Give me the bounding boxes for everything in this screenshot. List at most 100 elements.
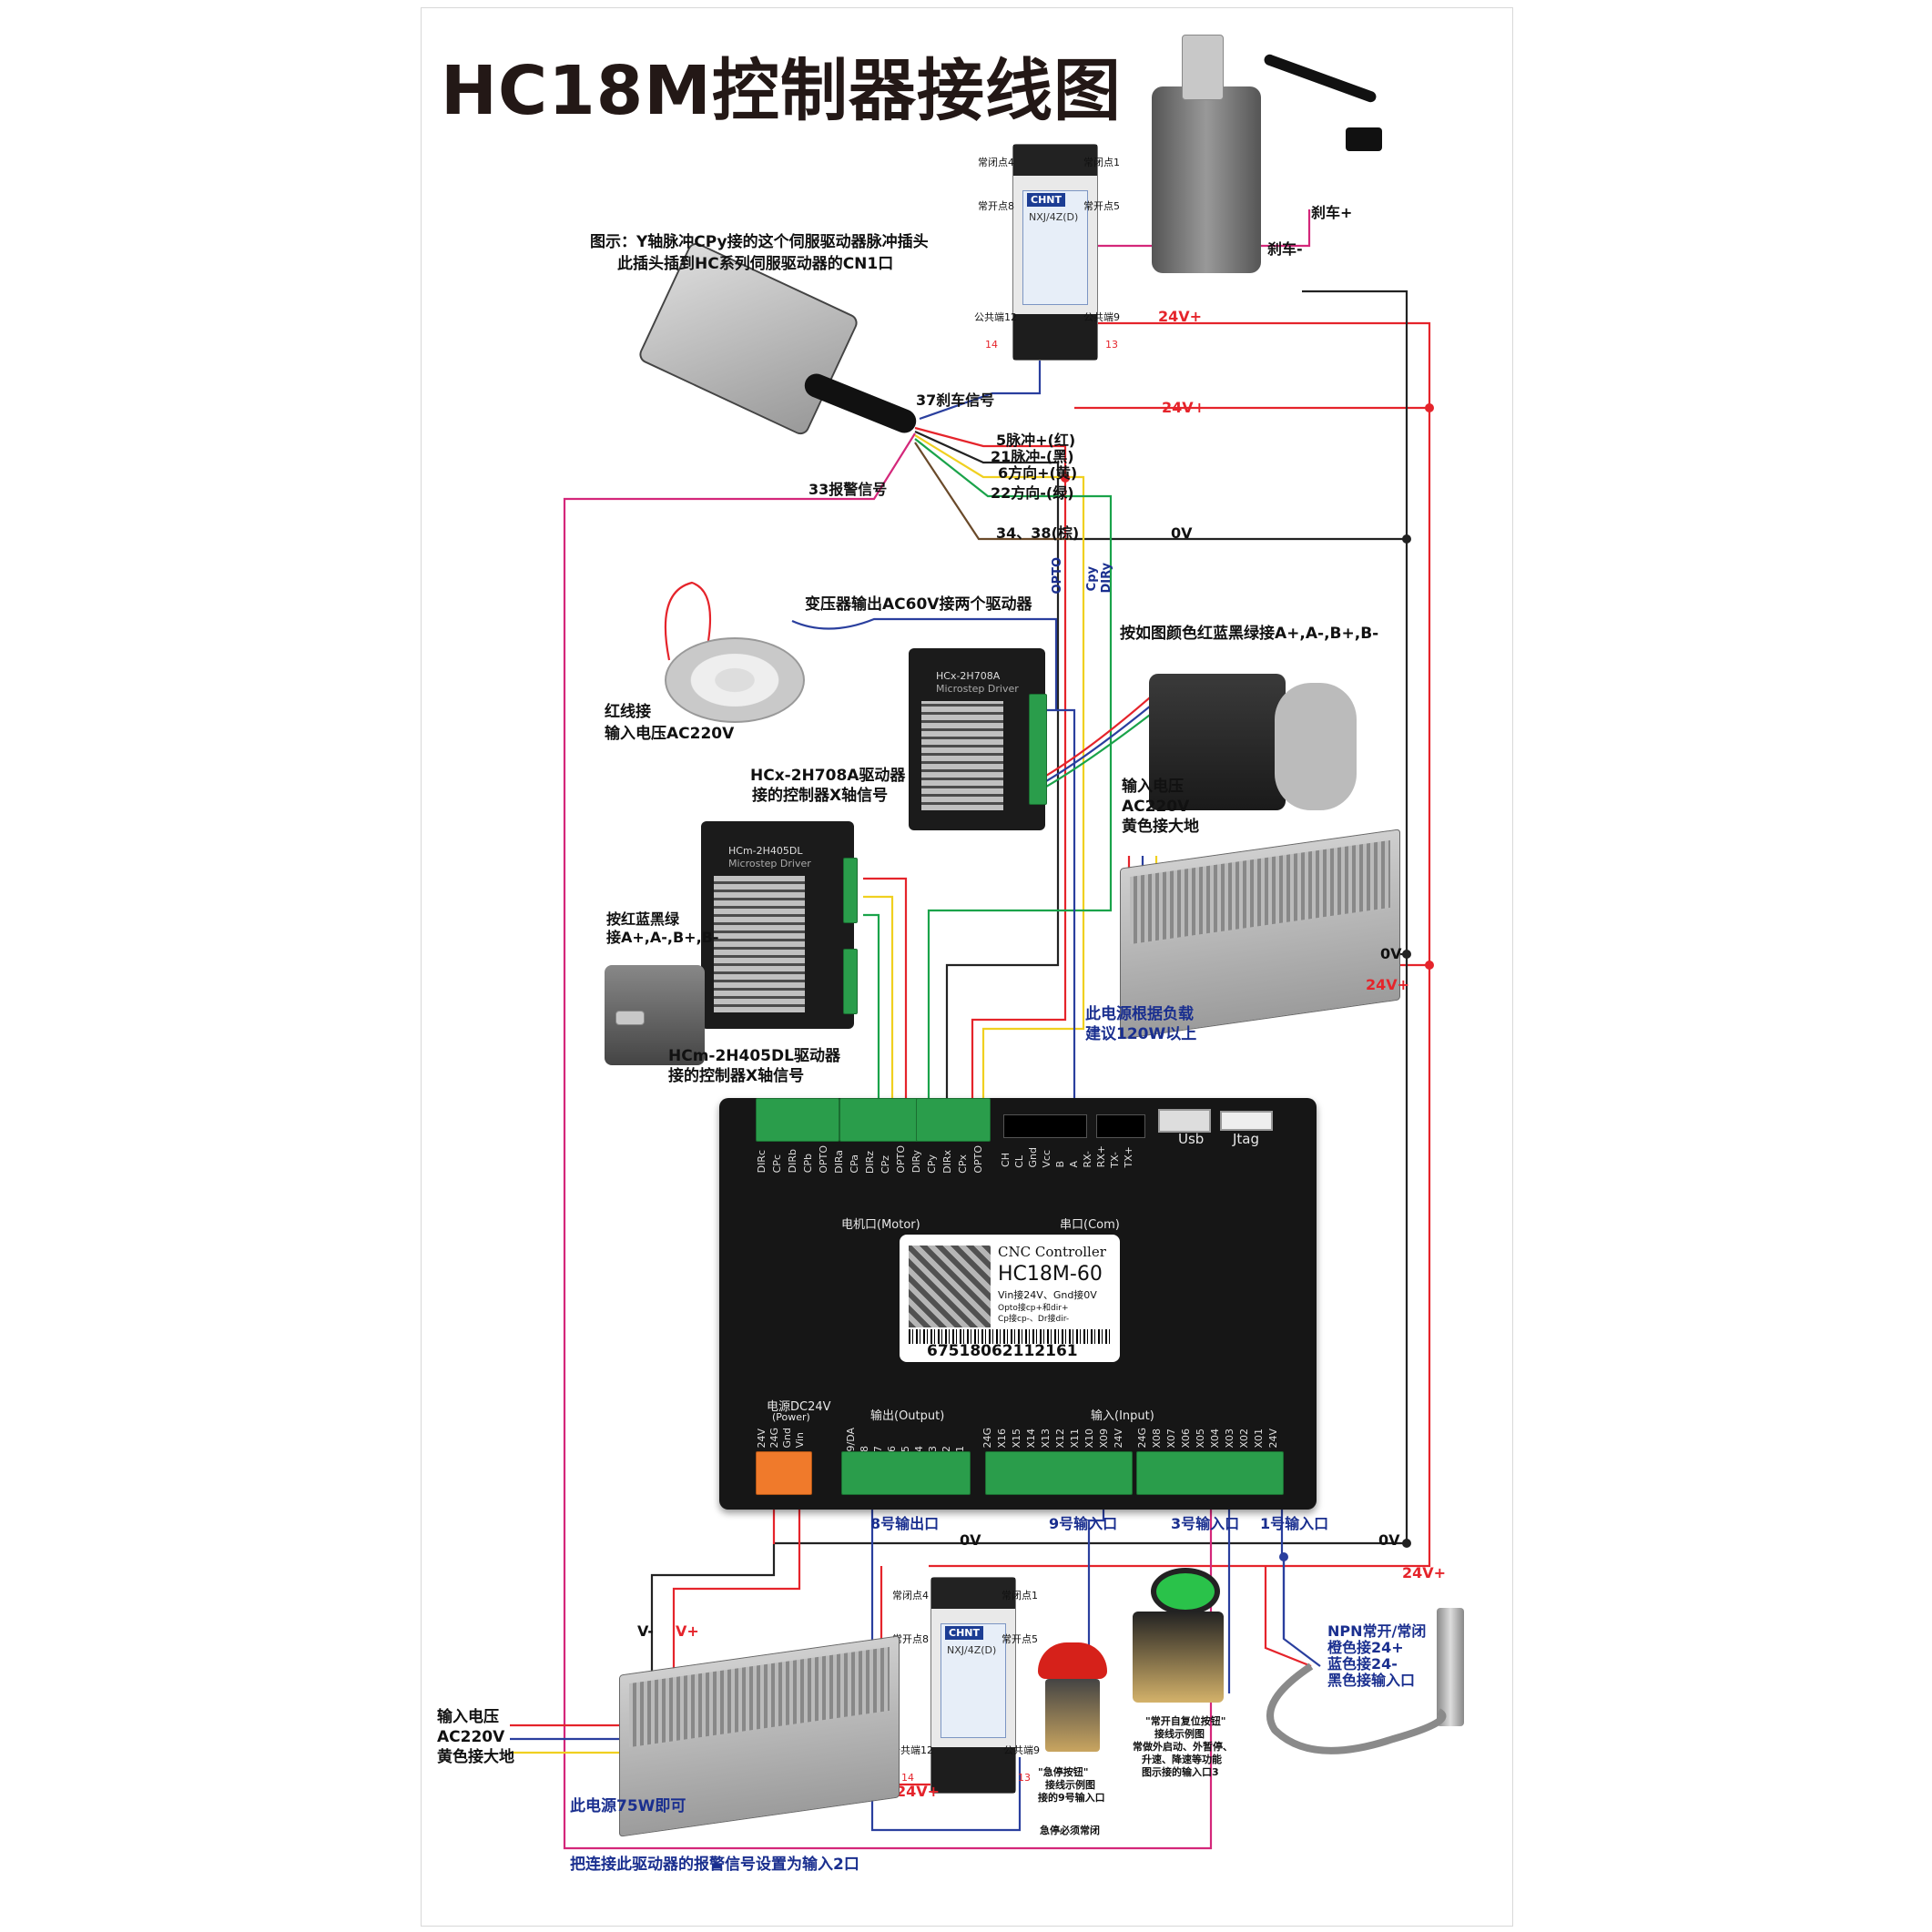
hcm-driver-label-2: 接的控制器X轴信号 [668, 1067, 805, 1085]
wire-dir-yellow [914, 434, 1085, 1116]
pin-label: DIRz [864, 1150, 876, 1174]
hcx-driver-label-1: HCx-2H708A驱动器 [750, 767, 906, 785]
barcode [909, 1329, 1111, 1344]
button-label-1: "常开自复位按钮" [1145, 1715, 1226, 1727]
controller-label-card: CNC Controller HC18M-60 Vin接24V、Gnd接0V O… [900, 1235, 1120, 1362]
pin-label: 24G [981, 1428, 993, 1449]
servo-motor [1152, 86, 1261, 273]
motor-terminal-c[interactable] [756, 1098, 839, 1142]
pin-label: X08 [1151, 1428, 1163, 1449]
psu-bottom-note: 此电源75W即可 [570, 1797, 686, 1815]
pin-label: TX+ [1123, 1145, 1134, 1168]
npn-label-1: NPN常开/常闭 [1327, 1622, 1427, 1640]
output-relay: CHNT NXJ/4Z(D) [930, 1577, 1016, 1794]
power-group-label: 电源DC24V [767, 1400, 831, 1414]
v-minus-label: V- [637, 1622, 654, 1640]
controller-serial: 67518062112161 [927, 1342, 1078, 1360]
pin-label: Vcc [1041, 1149, 1052, 1168]
brake-plus-label: 刹车+ [1311, 204, 1353, 221]
brake-signal-label: 37刹车信号 [916, 391, 995, 409]
button-label-2: 接线示例图 [1154, 1728, 1205, 1740]
in3-label: 3号输入口 [1171, 1515, 1240, 1532]
psu-top-in-3: 黄色接大地 [1122, 818, 1199, 836]
stepper-end-cap [1275, 683, 1357, 810]
stepper-shaft-small [615, 1011, 645, 1025]
pin-label: X16 [996, 1428, 1008, 1449]
relay2-model: NXJ/4Z(D) [947, 1644, 997, 1656]
motor-terminal-a[interactable] [839, 1098, 923, 1142]
pin-label: X07 [1165, 1428, 1177, 1449]
wire-stepper-red [1032, 691, 1157, 784]
relay2-pin13: 13 [1018, 1772, 1031, 1784]
controller-model: HC18M-60 [998, 1263, 1103, 1286]
estop-label-3: 接的9号输入口 [1038, 1792, 1105, 1804]
relay-model: NXJ/4Z(D) [1029, 211, 1079, 223]
usb-port[interactable] [1158, 1109, 1211, 1133]
relay-brand: CHNT [1027, 193, 1065, 207]
pin-label: DIRc [756, 1150, 768, 1174]
pin-label: X11 [1069, 1428, 1081, 1449]
hcx-sub-text: Microstep Driver [936, 683, 1019, 695]
hcx-model-text: HCx-2H708A [936, 670, 1001, 682]
controller-note-2: Opto接cp+和dir+ [998, 1304, 1069, 1313]
relay2-24v-label: 24V+ [896, 1783, 941, 1800]
pin-label: OPTO [972, 1145, 984, 1174]
v24-label-c: 24V+ [1366, 976, 1410, 993]
psu-top-note-1: 此电源根据负载 [1085, 1005, 1194, 1023]
dir-minus-label: 22方向-(绿) [991, 484, 1074, 502]
pin-label: CPc [771, 1154, 783, 1174]
motor-group-label: 电机口(Motor) [841, 1218, 920, 1232]
pulse-minus-label: 21脉冲-(黑) [991, 448, 1074, 465]
input-group-label: 输入(Input) [1091, 1409, 1154, 1423]
pin-label: TX- [1109, 1151, 1121, 1168]
power-pins-row: 24V24GGndVin [756, 1428, 807, 1451]
pin-label: DIRy [910, 1150, 922, 1174]
input-terminal-a[interactable] [985, 1451, 1133, 1495]
in1-label: 1号输入口 [1260, 1515, 1329, 1532]
small-motor-label-1: 按红蓝黑绿 [606, 910, 680, 928]
pin-label: B [1054, 1160, 1066, 1168]
psu-bottom-in-3: 黄色接大地 [437, 1748, 514, 1766]
power-terminal[interactable] [756, 1451, 812, 1495]
button-label-4: 升速、降速等功能 [1142, 1754, 1222, 1765]
brake-relay: CHNT NXJ/4Z(D) [1012, 144, 1098, 361]
cn1-note-1: 图示：Y轴脉冲CPy接的这个伺服驱动器脉冲插头 [590, 233, 929, 251]
output-terminal[interactable] [841, 1451, 971, 1495]
pin-label: X06 [1180, 1428, 1192, 1449]
pin-label: 24V [1267, 1429, 1279, 1449]
estop-label-1: "急停按钮" [1038, 1766, 1089, 1778]
com-port-1[interactable] [1003, 1114, 1087, 1138]
zero-v-label-b: 0V [1380, 945, 1402, 962]
small-motor-label-2: 接A+,A-,B+,B- [606, 929, 719, 946]
input-terminal-b[interactable] [1136, 1451, 1284, 1495]
toroidal-transformer [665, 637, 805, 723]
wire-pulse-black [914, 430, 1060, 1116]
driver-hcm-2h405dl: HCm-2H405DL Microstep Driver [701, 821, 858, 1029]
jtag-port[interactable] [1220, 1111, 1273, 1131]
wire-dir-green [914, 438, 1113, 1116]
brake-minus-label: 刹车- [1267, 240, 1303, 258]
pin-label: A [1068, 1160, 1080, 1168]
power-sub-label: (Power) [772, 1411, 810, 1423]
cn1-note-2: 此插头插到HC系列伺服驱动器的CN1口 [617, 255, 894, 273]
transformer-in-label-2: 输入电压AC220V [605, 725, 735, 743]
psu-top-in-1: 输入电压 [1122, 778, 1184, 796]
pin-label: CPa [849, 1154, 860, 1174]
estop-label-2: 接线示例图 [1045, 1779, 1095, 1791]
pin-label: X10 [1083, 1428, 1095, 1449]
wire-npn-orange [1264, 1566, 1312, 1668]
pin-label: CPz [880, 1154, 891, 1174]
relay2-com9-label: 公共端9 [1003, 1744, 1040, 1756]
com-port-2[interactable] [1096, 1114, 1145, 1138]
motor-terminal-x[interactable] [916, 1098, 991, 1142]
serial-group-label: 串口(Com) [1060, 1218, 1120, 1232]
relay-com9-label: 公共端9 [1083, 311, 1120, 323]
npn-label-4: 黑色接输入口 [1327, 1672, 1416, 1689]
pin-label: DIRa [833, 1149, 845, 1174]
stepper-colors-label: 按如图颜色红蓝黑绿接A+,A-,B+,B- [1120, 625, 1379, 643]
wire-npn-blue [1282, 1557, 1321, 1667]
relay-com12-label: 公共端12 [974, 311, 1017, 323]
relay-no5-label: 常开点5 [1083, 200, 1120, 212]
relay2-no8-label: 常开点8 [892, 1633, 929, 1645]
